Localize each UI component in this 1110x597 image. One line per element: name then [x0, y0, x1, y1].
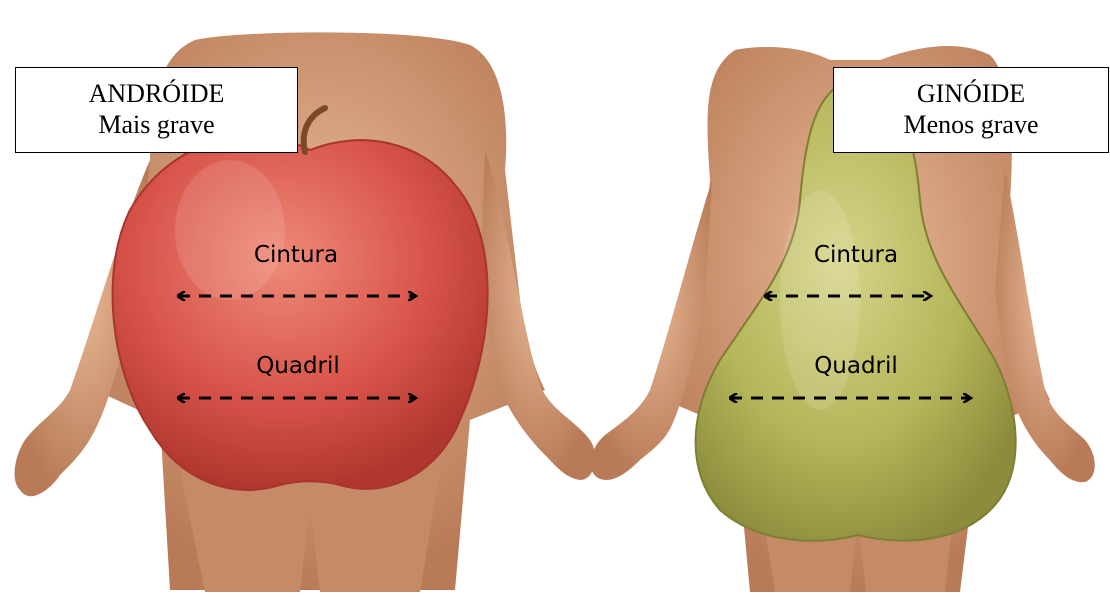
android-waist-label: Cintura: [196, 242, 396, 268]
apple-highlight: [175, 160, 285, 300]
android-hip-label: Quadril: [198, 353, 398, 379]
apple-shape: [113, 137, 488, 490]
gynoid-hip-label: Quadril: [756, 353, 956, 379]
android-right-arm: [480, 150, 595, 480]
android-severity-label: Mais grave: [16, 109, 297, 140]
gynoid-waist-label: Cintura: [756, 242, 956, 268]
gynoid-label-box: GINÓIDE Menos grave: [833, 67, 1109, 153]
gynoid-left-arm: [591, 180, 712, 480]
android-type-label: ANDRÓIDE: [16, 78, 297, 109]
gynoid-severity-label: Menos grave: [834, 109, 1108, 140]
gynoid-type-label: GINÓIDE: [834, 78, 1108, 109]
android-label-box: ANDRÓIDE Mais grave: [15, 67, 298, 153]
